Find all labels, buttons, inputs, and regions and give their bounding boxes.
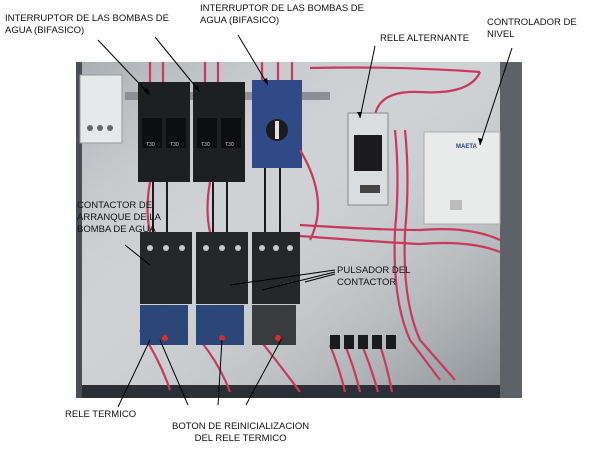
label-interruptor-2-line1: INTERRUPTOR DE LAS BOMBAS DE: [200, 3, 364, 14]
terminal-block: [330, 335, 396, 349]
svg-text:T30: T30: [170, 142, 179, 148]
svg-text:MAETA: MAETA: [456, 144, 478, 150]
label-boton-line2: DEL RELE TERMICO: [194, 433, 287, 444]
annotation-arrows: [97, 34, 513, 408]
thermal-relays-group: [140, 305, 296, 345]
breakers-group: T30 T30 T30 T30: [138, 82, 245, 182]
label-rele-alternante: RELE ALTERNANTE: [380, 33, 470, 44]
label-rele-termico: RELE TERMICO: [65, 409, 137, 420]
label-pulsador: PULSADOR DEL CONTACTOR: [337, 265, 410, 289]
label-controlador: CONTROLADOR DE NIVEL: [487, 17, 577, 41]
label-interruptor-2-line2: AGUA (BIFASICO): [200, 15, 280, 26]
label-interruptor-1: INTERRUPTOR DE LAS BOMBAS DE AGUA (BIFAS…: [5, 13, 169, 37]
label-contactor-line3: BOMBA DE AGUA: [77, 224, 156, 235]
label-controlador-line2: NIVEL: [487, 29, 515, 40]
label-interruptor-2: INTERRUPTOR DE LAS BOMBAS DE AGUA (BIFAS…: [200, 3, 364, 27]
label-contactor: CONTACTOR DE ARRANQUE DE LA BOMBA DE AGU…: [77, 200, 161, 236]
svg-text:T30: T30: [225, 142, 234, 148]
breaker-label: T30: [146, 142, 155, 148]
contactors-group: [140, 232, 300, 304]
label-controlador-line1: CONTROLADOR DE: [487, 17, 577, 28]
label-pulsador-line2: CONTACTOR: [337, 277, 397, 288]
svg-text:T30: T30: [201, 142, 210, 148]
label-contactor-line1: CONTACTOR DE: [77, 200, 153, 211]
label-pulsador-line1: PULSADOR DEL: [337, 265, 411, 276]
label-boton-line1: BOTON DE REINICIALIZACION: [172, 421, 310, 432]
label-interruptor-1-line2: AGUA (BIFASICO): [5, 25, 85, 36]
label-interruptor-1-line1: INTERRUPTOR DE LAS BOMBAS DE: [5, 13, 169, 24]
label-boton: BOTON DE REINICIALIZACION DEL RELE TERMI…: [172, 421, 309, 445]
small-relay-device: [79, 74, 123, 144]
label-contactor-line2: ARRANQUE DE LA: [77, 212, 161, 223]
